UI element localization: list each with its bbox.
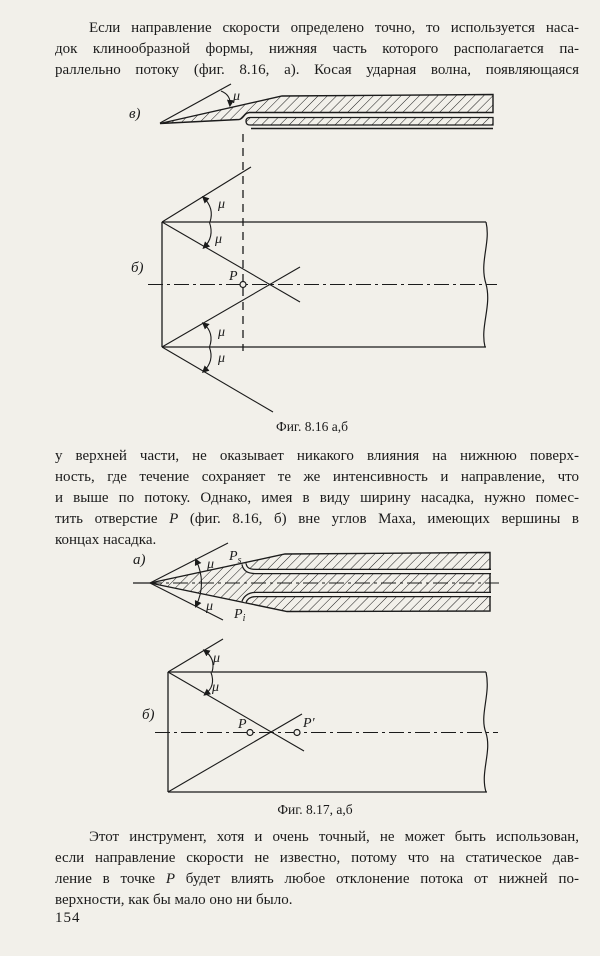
text-line: док клинообразной формы, нижняя часть ко…	[55, 41, 579, 57]
mu-arc	[201, 347, 212, 373]
mach-line-upper	[149, 542, 229, 584]
mu-arc	[203, 672, 214, 696]
mu-arc	[202, 649, 214, 673]
paragraph-3: Этот инструмент, хотя и очень точный, не…	[55, 827, 579, 911]
mach-line-top-outside	[161, 166, 252, 223]
mu-arc	[194, 558, 203, 608]
mu-label: μ	[214, 232, 222, 247]
text-line: ность, где течение сохраняет те же интен…	[55, 469, 579, 485]
mach-line-bottom-inside	[161, 266, 301, 348]
text-line: Если направление скорости определено точ…	[89, 20, 579, 36]
mu-arc	[202, 222, 212, 250]
text-line: и выше по потоку. Однако, имея в виду ши…	[55, 490, 579, 506]
point-pi-label: Pi	[233, 607, 246, 624]
fig816-part-a-label: в)	[129, 106, 141, 122]
figure-8-17: а) μ μ Ps Pi б) μ μ P P′	[133, 542, 499, 817]
text-line: если направление скорости не известно, п…	[55, 850, 579, 866]
paragraph-2: у верхней части, не оказывает никакого в…	[55, 446, 579, 551]
mu-label: μ	[206, 557, 214, 572]
fig816-part-b-label: б)	[131, 260, 144, 276]
point-p-label: P	[237, 717, 247, 732]
mu-angle-arrow	[220, 90, 235, 108]
page-number: 154	[55, 910, 81, 926]
figure-8-16: в) μ б) μ μ μ μ P Фиг. 8.16 а,б	[129, 83, 497, 434]
lower-wall-strip	[245, 116, 494, 126]
fig817-part-a-label: а)	[133, 552, 146, 568]
shock-wave-line	[159, 83, 232, 124]
mu-label: μ	[217, 325, 225, 340]
point-p-marker	[239, 280, 247, 289]
mach-line-lower	[149, 582, 224, 621]
mu-label: μ	[232, 89, 240, 104]
mu-arc	[201, 322, 212, 348]
mach-line-top-outside	[167, 638, 224, 673]
fig817-caption: Фиг. 8.17, а,б	[277, 802, 352, 817]
text-line: тить отверстие Р (фиг. 8.16, б) вне угло…	[55, 511, 579, 527]
mach-line-top-inside	[161, 221, 301, 303]
point-p-prime-label: P′	[302, 716, 316, 731]
fig816-caption: Фиг. 8.16 а,б	[276, 419, 348, 434]
fig817-part-b-label: б)	[142, 707, 155, 723]
text-line: раллельно потоку (фиг. 8.16, а). Косая у…	[55, 62, 579, 78]
point-p-label: P	[228, 269, 238, 284]
text-line: у верхней части, не оказывает никакого в…	[55, 448, 579, 464]
point-ps-label: Ps	[228, 549, 242, 566]
wedge-body	[159, 93, 494, 125]
point-p-marker	[246, 728, 254, 737]
mu-label: μ	[211, 680, 219, 695]
text-line: Этот инструмент, хотя и очень точный, не…	[89, 829, 579, 845]
mach-line-bottom-inside	[167, 713, 303, 793]
point-p-prime-marker	[293, 728, 301, 737]
mu-label: μ	[217, 351, 225, 366]
text-line: ление в точке Р будет влиять любое откло…	[55, 871, 579, 887]
upper-channel	[242, 563, 491, 573]
text-line: верхности, как бы мало оно ни было.	[55, 892, 293, 908]
lower-channel	[242, 593, 491, 603]
text-line: концах насадка.	[55, 532, 157, 548]
mach-line-bottom-outside	[161, 346, 274, 413]
mu-arc	[201, 196, 212, 223]
mu-label: μ	[212, 651, 220, 666]
mu-label: μ	[217, 197, 225, 212]
paragraph-1: Если направление скорости определено точ…	[55, 18, 579, 81]
mu-label: μ	[205, 599, 213, 614]
mach-line-top-inside	[167, 671, 305, 752]
